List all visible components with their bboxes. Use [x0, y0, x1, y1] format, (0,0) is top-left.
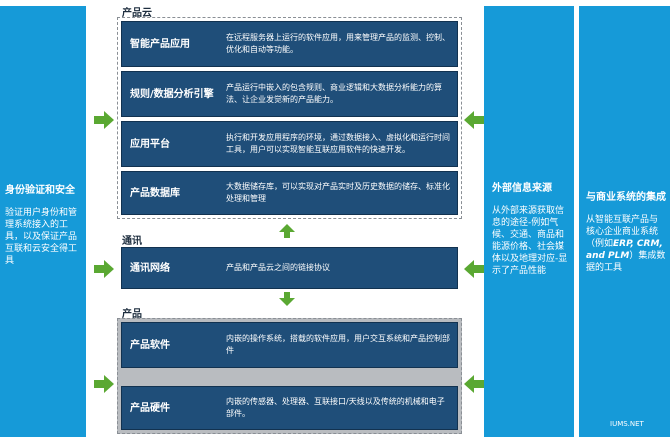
business-integration-body: 从智能互联产品与核心企业商业系统（例如ERP, CRM, and PLM）集成数… — [586, 214, 666, 274]
cloud-row-app-platform: 应用平台 执行和开发应用程序的环境，通过数据接入、虚拟化和运行时间工具，用户可以… — [121, 121, 458, 167]
connectivity-row-network: 通讯网络 产品和产品云之间的链接协议 — [121, 247, 458, 289]
business-integration-title: 与商业系统的集成 — [586, 192, 666, 203]
row-desc: 执行和开发应用程序的环境，通过数据接入、虚拟化和运行时间工具，用户可以实现智能互… — [226, 133, 450, 154]
row-name: 应用平台 — [130, 138, 170, 150]
row-desc: 产品和产品云之间的链接协议 — [226, 263, 330, 272]
right-arrow-icon — [94, 375, 114, 393]
cloud-row-smart-apps: 智能产品应用 在远程服务器上运行的软件应用，用来管理产品的监测、控制、优化和自动… — [121, 21, 458, 67]
identity-security-body: 验证用户身份和管理系统接入的工具，以及保证产品互联和云安全得工具 — [5, 208, 78, 266]
down-arrow-icon — [279, 292, 295, 306]
row-desc: 大数据储存库，可以实现对产品实时及历史数据的储存、标准化处理和管理 — [226, 182, 450, 203]
left-arrow-icon — [464, 375, 484, 393]
left-arrow-icon — [464, 111, 484, 129]
row-name: 通讯网络 — [130, 262, 170, 274]
external-sources-panel: 外部信息来源 从外部来源获取信息的途径-例如气候、交通、商品和能源价格、社会媒体… — [484, 6, 574, 437]
footer-watermark: IUMS.NET — [610, 420, 644, 428]
right-arrow-icon — [94, 111, 114, 129]
connectivity-label: 通讯 — [122, 236, 142, 247]
row-name: 产品数据库 — [130, 187, 180, 199]
row-desc: 内嵌的操作系统，搭载的软件应用，用户交互系统和产品控制部件 — [226, 334, 450, 355]
business-integration-panel: 与商业系统的集成 从智能互联产品与核心企业商业系统（例如ERP, CRM, an… — [579, 6, 670, 437]
product-row-hardware: 产品硬件 内嵌的传感器、处理器、互联接口/天线以及传统的机械和电子部件。 — [121, 386, 458, 430]
row-desc: 内嵌的传感器、处理器、互联接口/天线以及传统的机械和电子部件。 — [226, 397, 445, 418]
cloud-label: 产品云 — [122, 8, 152, 19]
external-sources-body: 从外部来源获取信息的途径-例如气候、交通、商品和能源价格、社会媒体以及地理对应-… — [492, 206, 568, 276]
row-name: 产品硬件 — [130, 402, 170, 414]
right-arrow-icon — [94, 260, 114, 278]
up-arrow-icon — [279, 224, 295, 238]
product-label: 产品 — [122, 309, 142, 320]
left-arrow-icon — [464, 260, 484, 278]
identity-security-panel: 身份验证和安全 验证用户身份和管理系统接入的工具，以及保证产品互联和云安全得工具 — [0, 6, 86, 437]
identity-security-title: 身份验证和安全 — [5, 185, 75, 196]
cloud-box — [117, 17, 462, 219]
row-name: 产品软件 — [130, 339, 170, 351]
product-row-software: 产品软件 内嵌的操作系统，搭载的软件应用，用户交互系统和产品控制部件 — [121, 322, 458, 368]
cloud-row-rules-engine: 规则/数据分析引擎 产品运行中嵌入的包含规则、商业逻辑和大数据分析能力的算法、让… — [121, 71, 458, 117]
cloud-row-product-database: 产品数据库 大数据储存库，可以实现对产品实时及历史数据的储存、标准化处理和管理 — [121, 171, 458, 215]
external-sources-title: 外部信息来源 — [492, 183, 552, 194]
row-desc: 产品运行中嵌入的包含规则、商业逻辑和大数据分析能力的算法、让企业发觉新的产品能力… — [226, 83, 442, 104]
row-desc: 在远程服务器上运行的软件应用，用来管理产品的监测、控制、优化和自动等功能。 — [226, 33, 450, 54]
business-body-suffix: ）集成数据的工具 — [586, 251, 666, 273]
business-body-emph: ERP, CRM, and PLM — [586, 239, 663, 261]
row-name: 规则/数据分析引擎 — [130, 88, 214, 100]
row-name: 智能产品应用 — [130, 38, 190, 50]
business-body-prefix: 从智能互联产品与核心企业商业系统（例如 — [586, 215, 659, 249]
